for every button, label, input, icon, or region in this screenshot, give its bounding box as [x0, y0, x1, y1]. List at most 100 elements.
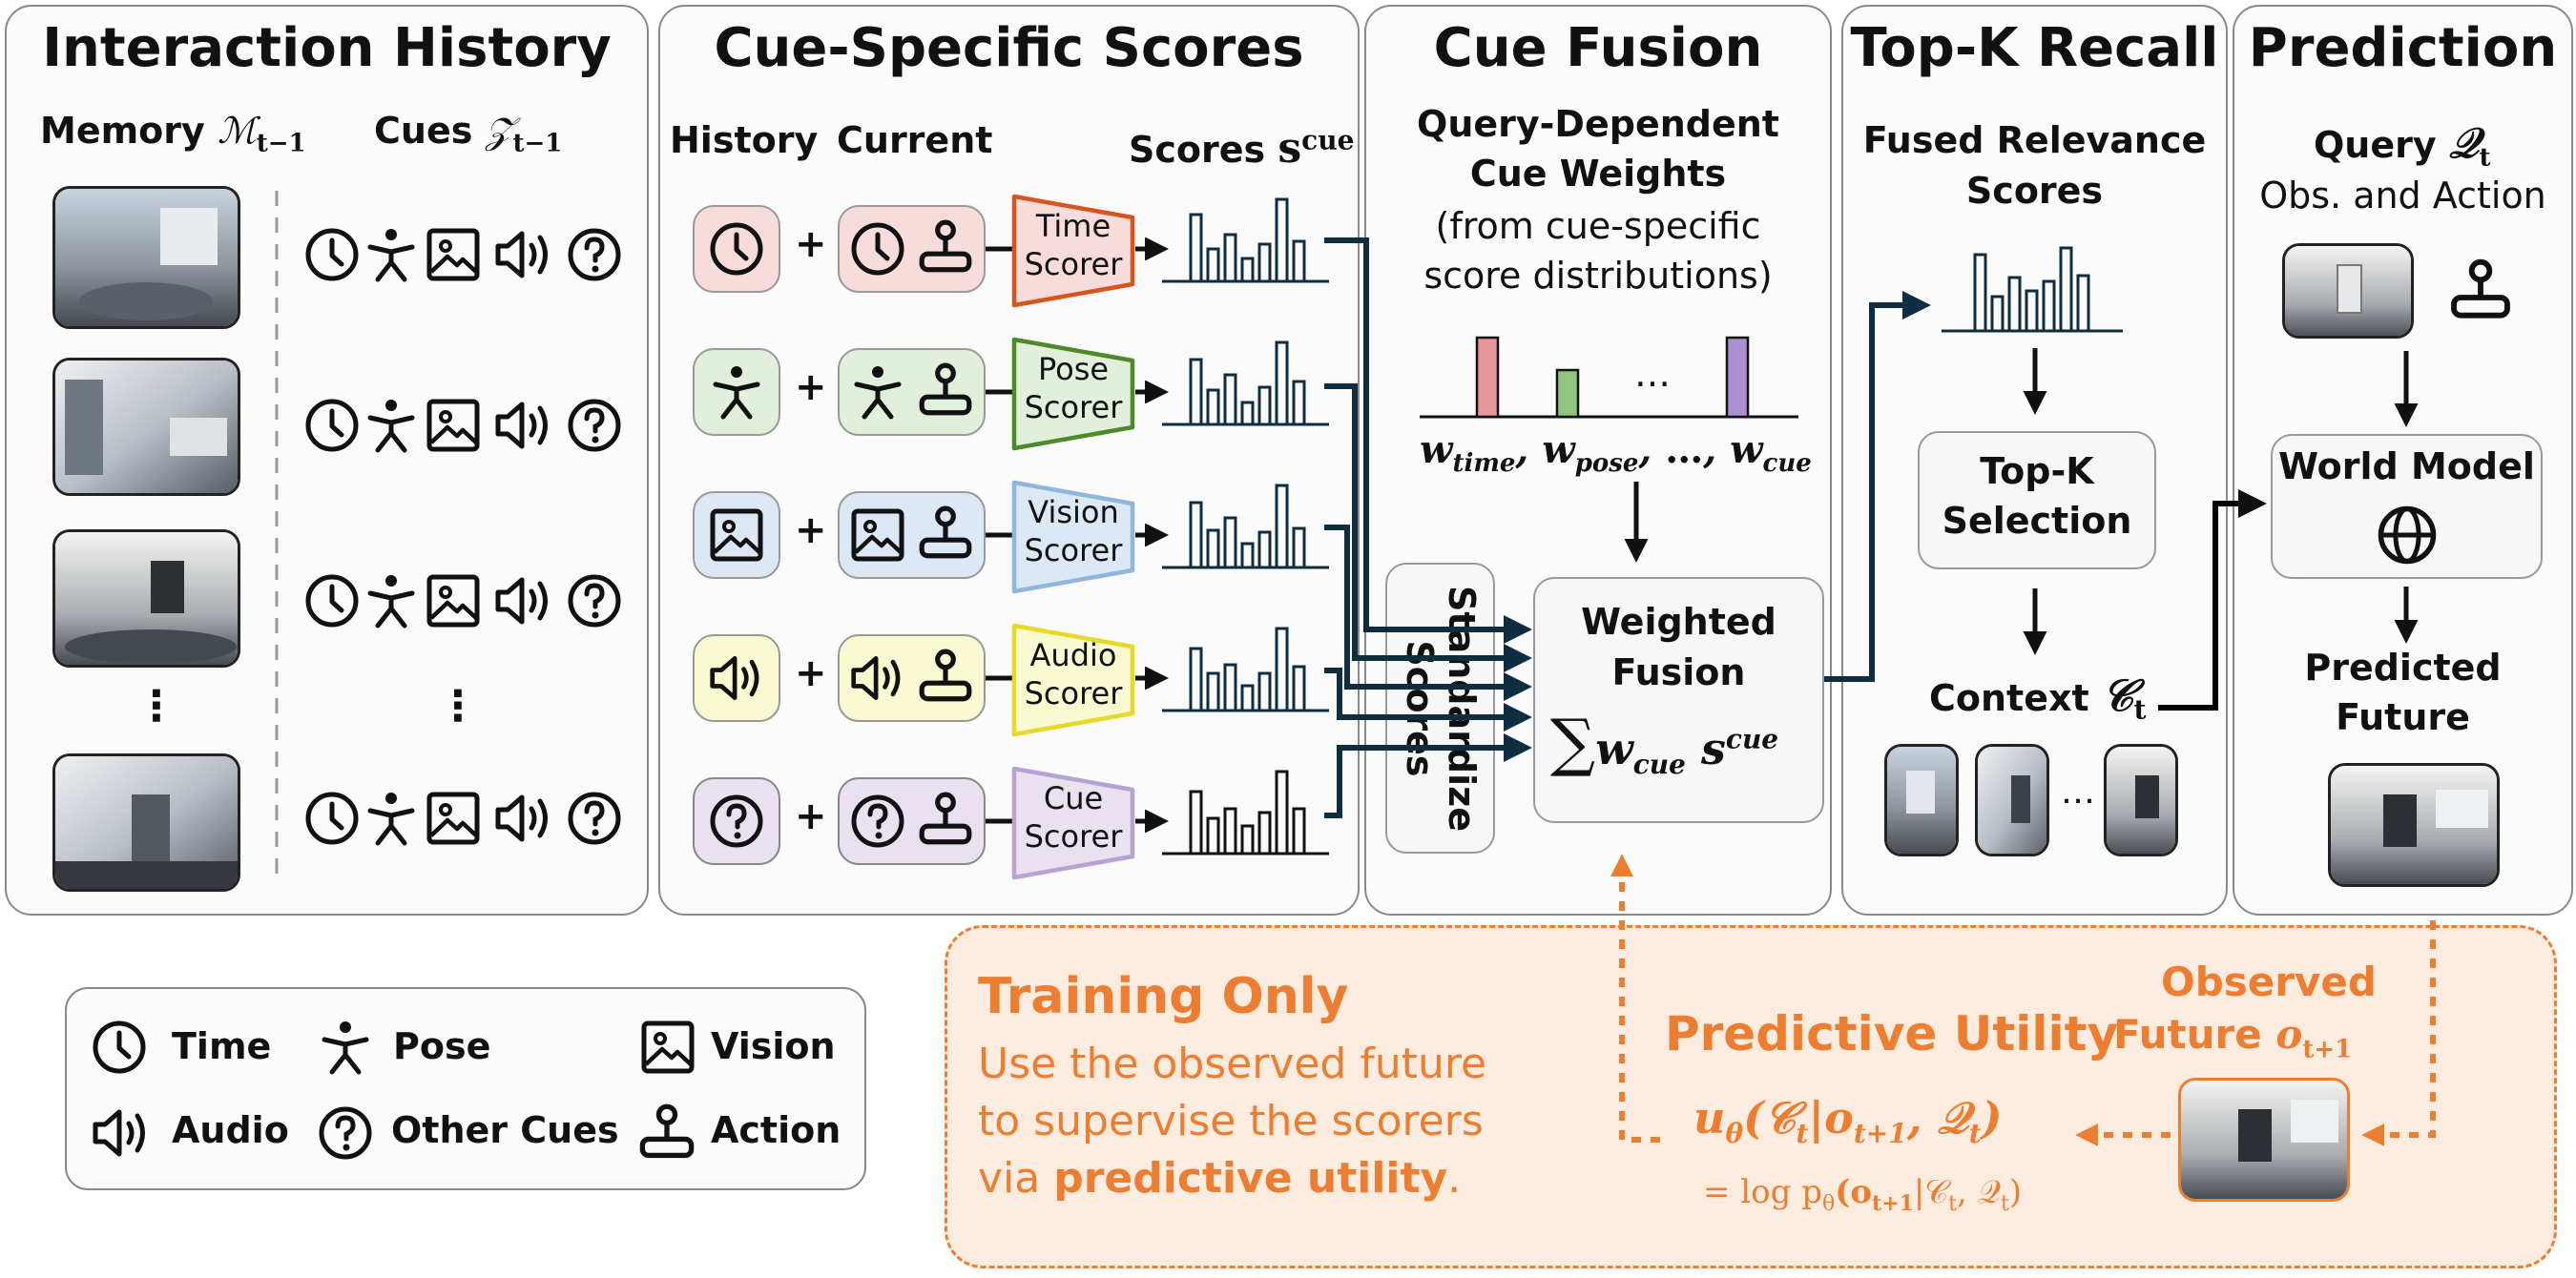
training-body-line1: Use the observed future — [978, 1040, 1487, 1088]
weighted-fusion-line1: Weighted — [1581, 601, 1776, 643]
fused-scores-line2: Scores — [1965, 170, 2104, 212]
arrow-fusion-to-fused-scores — [1824, 291, 1931, 682]
weight-dots: … — [1634, 353, 1671, 395]
context-frame-1 — [1884, 744, 1959, 856]
panel-title-cue-specific-scores: Cue-Specific Scores — [714, 17, 1304, 79]
arrow-weights-to-fusion — [1624, 482, 1649, 563]
weight-symbols: wtime, wpose, …, wcue — [1420, 427, 1812, 478]
panel-title-top-k-recall: Top-K Recall — [1850, 17, 2219, 79]
weighted-fusion-line2: Fusion — [1611, 651, 1746, 693]
current-cue-vision — [838, 491, 986, 579]
legend-vision-label: Vision — [711, 1025, 836, 1067]
arrow-scorer-to-scores — [1135, 667, 1169, 690]
panel-title-interaction-history: Interaction History — [42, 17, 612, 79]
weights-title-line2: Cue Weights — [1469, 153, 1727, 195]
query-label: Query 𝒬t — [2314, 119, 2491, 173]
legend-box — [65, 987, 866, 1190]
arrow-context-to-world-model — [2158, 489, 2267, 711]
arrow-utility-to-fusion — [1610, 854, 1660, 1143]
observed-future-frame — [2178, 1078, 2350, 1202]
history-divider — [275, 191, 279, 877]
context-label: Context 𝒞t — [1929, 670, 2147, 726]
observed-future-line2: Future ot+1 — [2113, 1011, 2353, 1064]
arrow-query-to-world-model — [2394, 351, 2419, 427]
legend-pose-label: Pose — [393, 1025, 491, 1067]
panel-title-prediction: Prediction — [2248, 17, 2558, 79]
plus-sign: + — [795, 794, 827, 838]
score-histogram-cue — [1162, 770, 1329, 855]
arrow-scorer-to-scores — [1135, 524, 1169, 546]
current-column-label: Current — [837, 119, 993, 161]
predicted-future-line2: Future — [2336, 696, 2470, 738]
weight-bar-time — [1475, 336, 1500, 419]
world-model-label: World Model — [2278, 445, 2535, 487]
top-k-selection-box — [1918, 431, 2156, 569]
score-histogram-time — [1162, 197, 1329, 283]
memory-frame-1 — [52, 186, 240, 329]
memory-label: Memory ℳt−1 — [40, 110, 306, 158]
context-dots: … — [2061, 773, 2095, 812]
plus-sign: + — [795, 365, 827, 409]
legend-action-label: Action — [711, 1109, 841, 1151]
context-frame-2 — [1975, 744, 2049, 856]
connector-line — [986, 389, 1012, 395]
connector-line — [986, 532, 1012, 538]
weighted-fusion-box — [1533, 577, 1824, 823]
cues-ellipsis: ⋮ — [437, 682, 479, 731]
legend-time-label: Time — [172, 1025, 272, 1067]
scorer-vision — [1011, 480, 1135, 594]
arrow-topk-to-context — [2023, 588, 2047, 655]
score-histogram-pose — [1162, 340, 1329, 426]
arrow-scorer-to-scores — [1135, 381, 1169, 403]
score-histogram-audio — [1162, 627, 1329, 712]
history-column-label: History — [670, 119, 819, 161]
predictive-utility-label: Predictive Utility — [1665, 1006, 2119, 1062]
standardize-scores-box — [1385, 563, 1495, 854]
arrow-world-model-to-prediction — [2394, 587, 2419, 644]
query-observation-frame — [2282, 243, 2414, 339]
panel-cue-specific-scores — [658, 5, 1360, 916]
predicted-future-line1: Predicted — [2304, 647, 2502, 689]
current-cue-audio — [838, 634, 986, 722]
current-cue-time — [838, 205, 986, 293]
scorer-pose — [1011, 337, 1135, 451]
legend-audio-label: Audio — [172, 1109, 289, 1151]
fused-score-histogram — [1942, 246, 2123, 333]
fused-scores-line1: Fused Relevance — [1862, 119, 2207, 161]
scorer-time — [1011, 194, 1135, 308]
training-body-line2: to supervise the scorers — [978, 1097, 1484, 1145]
arrow-pose-scores-to-standardize — [1324, 383, 1532, 672]
log-likelihood-formula: = log pθ(ot+1|𝒞t, 𝒬t) — [1703, 1173, 2023, 1216]
scorer-audio — [1011, 623, 1135, 737]
current-cue-pose — [838, 348, 986, 436]
history-cue-vision — [693, 491, 780, 579]
connector-line — [986, 818, 1012, 824]
current-cue-cue — [838, 777, 986, 865]
arrow-prediction-to-observed — [2361, 920, 2436, 1146]
weighted-fusion-formula: ∑wcue scue — [1550, 706, 1779, 781]
weight-bar-pose — [1555, 368, 1580, 419]
training-only-title: Training Only — [978, 968, 1349, 1025]
arrow-time-scores-to-standardize — [1324, 237, 1532, 644]
arrow-scorer-to-scores — [1135, 237, 1169, 260]
arrow-vision-scores-to-standardize — [1324, 525, 1532, 701]
memory-ellipsis: ⋮ — [135, 682, 177, 731]
predicted-future-frame — [2328, 763, 2500, 887]
arrow-fused-to-topk — [2023, 348, 2047, 415]
score-histogram-vision — [1162, 484, 1329, 569]
legend-other-cues-label: Other Cues — [391, 1109, 619, 1151]
connector-line — [986, 675, 1012, 681]
scorer-cue — [1011, 766, 1135, 880]
weights-note-line1: (from cue-specific — [1435, 205, 1761, 247]
cue-weight-bars — [1420, 336, 1798, 419]
weights-note-line2: score distributions) — [1423, 255, 1773, 297]
query-note: Obs. and Action — [2259, 175, 2546, 216]
arrow-cue-scores-to-standardize — [1324, 733, 1532, 818]
top-k-selection-line1: Top-K — [1980, 450, 2094, 492]
